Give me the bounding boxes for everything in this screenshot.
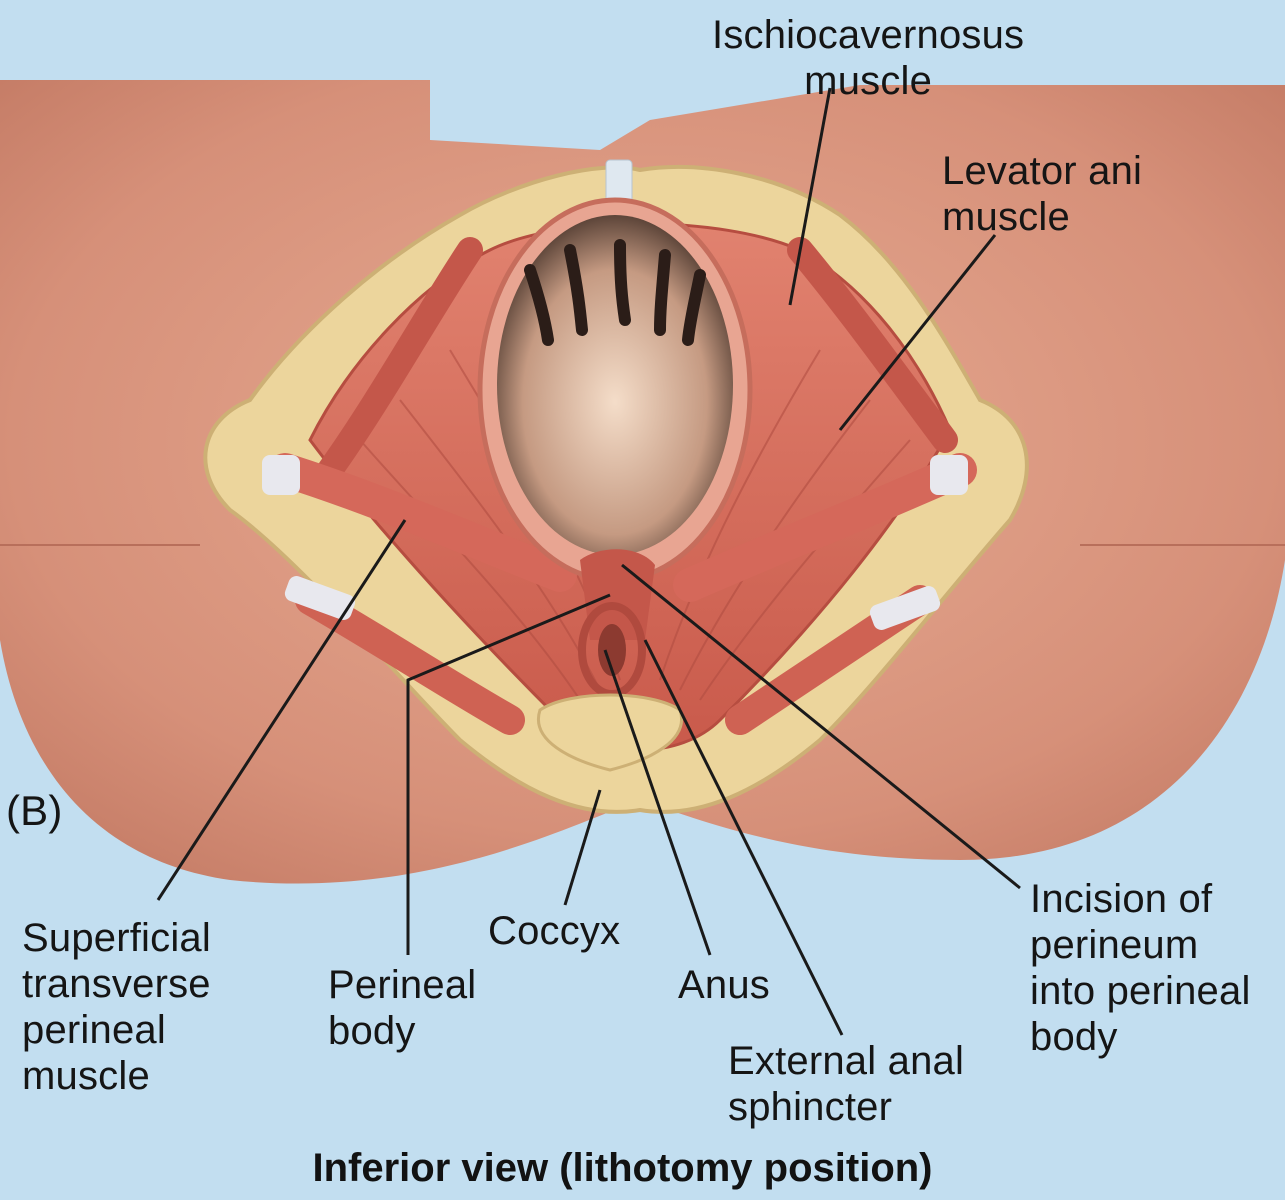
tendon-right-upper — [930, 455, 968, 495]
tendon-left-upper — [262, 455, 300, 495]
label-levator-ani-muscle: Levator ani muscle — [942, 148, 1142, 240]
label-ischiocavernosus-muscle: Ischiocavernosus muscle — [712, 12, 1024, 104]
figure-caption: Inferior view (lithotomy position) — [0, 1146, 1245, 1191]
label-anus: Anus — [678, 962, 770, 1008]
label-superficial-transverse-perineal-muscle: Superficial transverse perineal muscle — [22, 915, 211, 1099]
label-coccyx: Coccyx — [488, 908, 620, 954]
label-incision-of-perineum: Incision of perineum into perineal body — [1030, 876, 1251, 1060]
panel-label: (B) — [6, 788, 63, 834]
label-perineal-body: Perineal body — [328, 962, 476, 1054]
label-external-anal-sphincter: External anal sphincter — [728, 1038, 964, 1130]
